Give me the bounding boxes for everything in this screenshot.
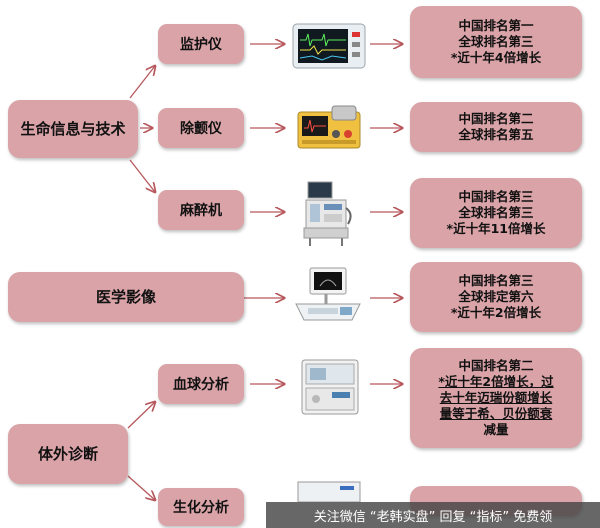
arrow-ivd-to-blood <box>127 402 155 429</box>
sub-monitor: 监护仪 <box>158 24 244 64</box>
defibrillator-image <box>297 105 361 149</box>
arrow-ivd-to-biochem <box>127 475 155 500</box>
result-monitor: 中国排名第一 全球排名第三 *近十年4倍增长 <box>410 6 582 78</box>
sub-defibrillator: 除颤仪 <box>158 108 244 148</box>
biochem-analyzer-image <box>297 481 361 502</box>
patient-monitor-image <box>292 23 366 69</box>
result-imaging: 中国排名第三 全球排定第六 *近十年2倍增长 <box>410 262 582 332</box>
watermark-bar: 关注微信 “老韩实盘” 回复 “指标” 免费领 <box>266 502 600 528</box>
category-medical-imaging: 医学影像 <box>8 272 244 322</box>
result-blood-analysis: 中国排名第二 *近十年2倍增长，过 去十年迈瑞份额增长 量等于希、贝份额衰 减量 <box>410 348 582 448</box>
sub-biochem-analysis: 生化分析 <box>158 488 244 526</box>
ultrasound-image <box>295 267 361 321</box>
result-defibrillator: 中国排名第二 全球排名第五 <box>410 102 582 152</box>
result-anesthesia: 中国排名第三 全球排名第三 *近十年11倍增长 <box>410 178 582 248</box>
sub-blood-analysis: 血球分析 <box>158 364 244 404</box>
category-life-info: 生命信息与技术 <box>8 100 138 158</box>
blood-analyzer-image <box>301 359 359 415</box>
category-ivd: 体外诊断 <box>8 424 128 484</box>
anesthesia-machine-image <box>303 181 352 246</box>
arrow-life-to-anesthesia <box>129 159 155 192</box>
sub-anesthesia: 麻醉机 <box>158 190 244 230</box>
arrow-life-to-monitor <box>129 66 155 99</box>
